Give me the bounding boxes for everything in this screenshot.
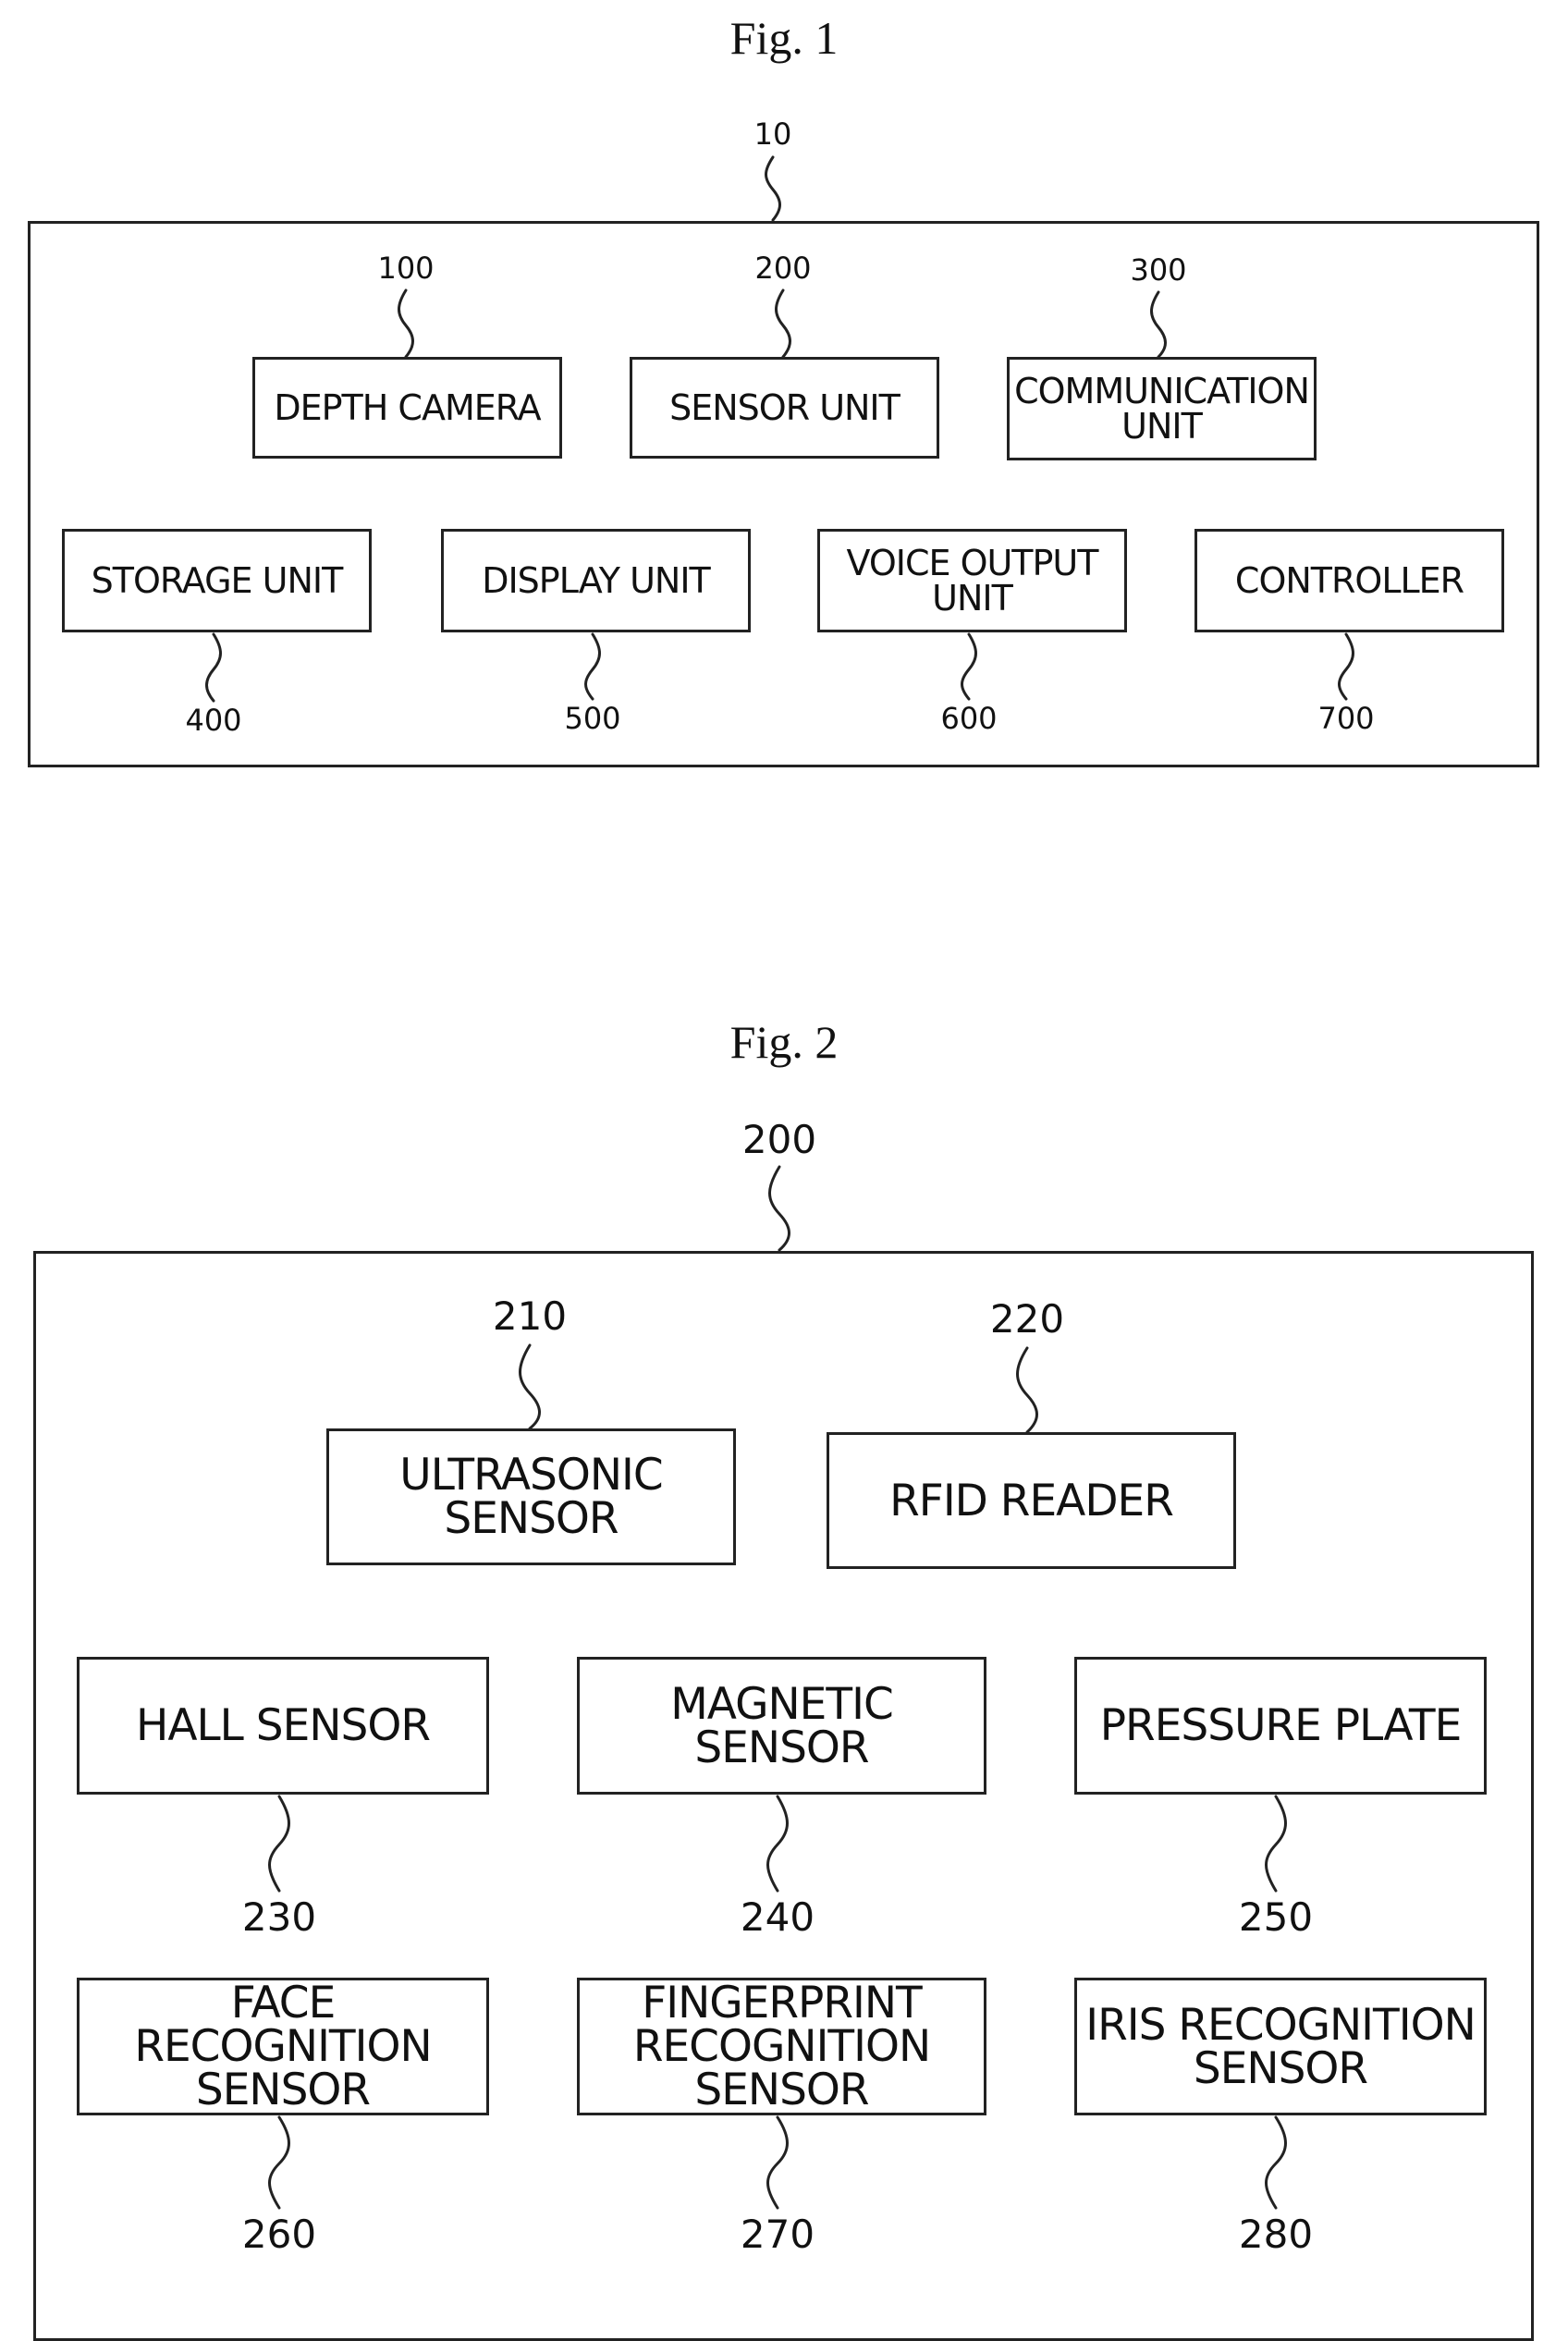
leader-100 — [399, 290, 413, 357]
leader-300 — [1152, 292, 1166, 357]
leader-250 — [1267, 1796, 1286, 1891]
leader-700 — [1340, 634, 1354, 699]
leader-240 — [768, 1796, 788, 1891]
leader-280 — [1267, 2117, 1286, 2208]
leader-230 — [270, 1796, 289, 1891]
leader-600 — [962, 634, 976, 699]
leader-400 — [207, 634, 221, 701]
leader-500 — [586, 634, 600, 699]
leader-fig2-200 — [770, 1167, 790, 1250]
leader-210 — [521, 1345, 540, 1428]
leader-270 — [768, 2117, 788, 2208]
leader-220 — [1018, 1348, 1037, 1432]
leader-10 — [766, 157, 780, 220]
leader-200 — [777, 290, 790, 357]
leader-260 — [270, 2117, 289, 2208]
